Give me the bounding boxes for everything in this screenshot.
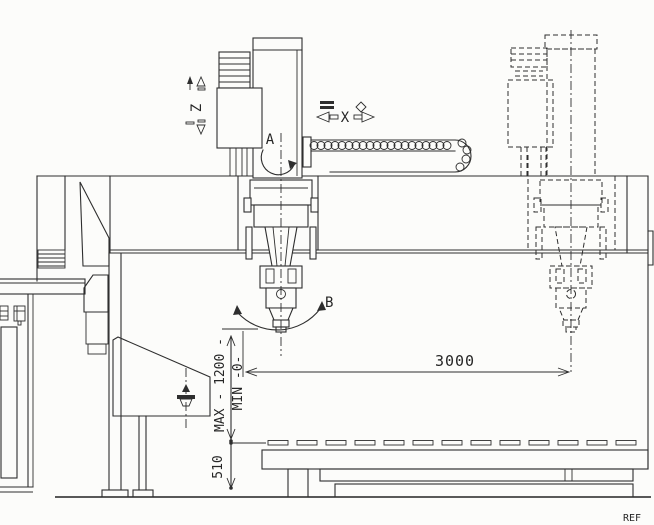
operator-arm xyxy=(0,278,86,295)
x-axis-label: X xyxy=(341,110,350,126)
a-axis-arrow: A xyxy=(260,132,297,176)
a-axis-label: A xyxy=(266,132,275,148)
column-gusset xyxy=(79,181,110,267)
motor-body xyxy=(216,87,263,149)
dim-z-min-text: MIN -0- xyxy=(231,356,246,411)
gantry-beam xyxy=(36,175,654,470)
clamp-icon xyxy=(0,305,9,321)
z-axis-label: Z xyxy=(189,104,205,112)
corner-ref-text: REF xyxy=(623,513,641,524)
z-ram-column xyxy=(216,37,303,179)
clamp-icon xyxy=(13,305,26,326)
chip-chute xyxy=(112,336,211,498)
slide-bracket xyxy=(83,274,109,313)
z-axis-symbol: Z xyxy=(185,75,206,136)
x-axis-symbol: X xyxy=(315,101,376,126)
corner-text: REF xyxy=(623,513,641,524)
tool-probe-symbol xyxy=(177,368,195,428)
cabinet-door xyxy=(0,326,18,479)
dimension-max-min: MAX - 1200 - MIN -0- xyxy=(213,328,258,443)
dimension-3000: 3000 xyxy=(242,331,570,377)
cable-chain xyxy=(302,136,472,173)
table-slab xyxy=(261,449,649,470)
work-table xyxy=(261,440,649,498)
b-axis-arrow: B xyxy=(233,295,333,331)
dim-z-max-text: MAX - 1200 - xyxy=(213,338,228,432)
electrical-cabinet xyxy=(0,278,86,493)
phantom-spindle-head xyxy=(533,30,609,372)
beam-end-bracket xyxy=(647,230,654,266)
dim-table-height-text: 510 xyxy=(211,455,226,478)
dimension-510: 510 xyxy=(211,441,266,490)
phantom-spindle-column xyxy=(507,34,616,250)
solid-spindle-head xyxy=(243,133,319,356)
b-axis-label: B xyxy=(325,295,333,311)
dim-x-travel-text: 3000 xyxy=(435,352,475,370)
left-column xyxy=(36,175,129,498)
leg-foot xyxy=(101,489,129,498)
t-slot-clamps xyxy=(267,440,637,446)
